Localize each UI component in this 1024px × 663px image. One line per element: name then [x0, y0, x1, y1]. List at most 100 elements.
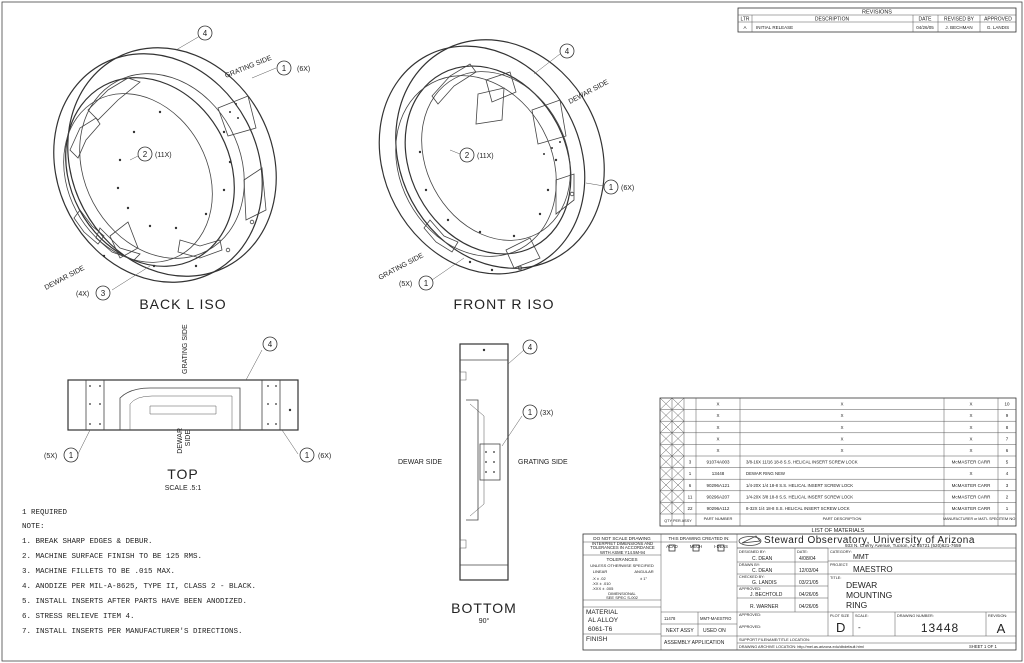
back-balloon-3: 3 — [101, 289, 106, 298]
back-qty-4x: (4X) — [76, 291, 89, 298]
tb-material2: 6061-T6 — [588, 626, 613, 633]
bom-cell-pn: X — [716, 402, 719, 407]
tb-approved-label-3: APPROVED: — [739, 625, 761, 629]
rev-cell-approved: G. LANDIS — [987, 25, 1009, 30]
back-grating-side: GRATING SIDE — [224, 55, 273, 80]
bottom-view-label: BOTTOM — [451, 600, 517, 616]
bom-cell-item: 5 — [1006, 460, 1009, 465]
tb-dimensional: DIMENSIONAL — [608, 591, 636, 596]
bom-cell-qty: 1 — [689, 471, 692, 476]
bom-hdr-item: ITEM NO — [999, 516, 1016, 521]
rev-header-ltr: LTR — [740, 17, 749, 23]
tb-ideas: I-DEAS — [714, 544, 728, 549]
bom-cell-pn: X — [716, 436, 719, 441]
front-dewar-side: DEWAR SIDE — [568, 79, 610, 106]
tb-checked-date: 03/21/05 — [799, 580, 819, 586]
bom-cell-mfr: McMASTER CARR — [952, 460, 992, 465]
bom-cell-pn: 91074A003 — [706, 460, 730, 465]
tb-do-not-scale: DO NOT SCALE DRAWING — [593, 536, 651, 541]
tb-ideas-checkbox — [717, 544, 725, 552]
tb-date-label: DATE: — [797, 550, 808, 554]
front-qty-5x: (5X) — [399, 281, 412, 288]
front-balloon-1b: 1 — [424, 279, 429, 288]
bom-cell-desc: X — [841, 402, 844, 407]
bom-cell-qty: 22 — [687, 506, 693, 511]
tb-plot-size: D — [836, 620, 845, 635]
front-balloon-2: 2 — [465, 151, 470, 160]
front-balloon-1: 1 — [609, 183, 614, 192]
revisions-table: REVISIONS LTR DESCRIPTION DATE REVISED B… — [737, 7, 1017, 33]
top-qty-6x: (6X) — [318, 453, 331, 460]
bom-cell-mfr: X — [969, 471, 972, 476]
bom-cell-mfr: McMASTER CARR — [952, 483, 992, 488]
observatory-logo — [738, 535, 762, 546]
bom-cell-item: 2 — [1006, 494, 1009, 499]
bom-cell-pn: 90296A207 — [706, 494, 730, 499]
top-balloon-1b: 1 — [305, 451, 310, 460]
bom-cell-item: 7 — [1006, 436, 1009, 441]
tb-acad: ACAD — [666, 544, 678, 549]
bom-hdr-mfr: MANUFACTURER or MAT'L SPEC — [943, 517, 999, 521]
tb-approved2-by: R. WARNER — [750, 604, 779, 610]
bom-crossed-cell — [659, 397, 673, 410]
top-grating-side: GRATING SIDE — [182, 324, 189, 374]
bom-cell-pn: X — [716, 448, 719, 453]
tb-revision-label: REVISION: — [988, 614, 1007, 618]
rev-header-date: DATE — [919, 17, 933, 23]
notes-heading: NOTE: — [22, 523, 45, 531]
bom-cell-pn: X — [716, 413, 719, 418]
tb-angular: ANGULAR — [634, 569, 653, 574]
bom-crossed-cell — [671, 397, 685, 410]
tb-support: SUPPORT FILENAME/TITLE LOCATION: — [739, 638, 810, 642]
bom-cell-item: 8 — [1006, 425, 1009, 430]
tb-linear: LINEAR — [593, 569, 608, 574]
bom-cell-desc: X — [841, 413, 844, 418]
bottom-qty-3x: (3X) — [540, 410, 553, 417]
back-balloon-1: 1 — [282, 64, 287, 73]
bom-cell-desc: X — [841, 436, 844, 441]
tb-used-on-label: USED ON — [703, 628, 726, 634]
top-dewar-label-1: DEWAR — [177, 428, 184, 454]
top-balloon-1a: 1 — [69, 451, 74, 460]
bom-cell-mfr: X — [969, 448, 972, 453]
bill-of-materials: QTY PER ASSY PART NUMBER PART DESCRIPTIO… — [659, 397, 1017, 534]
notes-required: 1 REQUIRED — [22, 509, 68, 517]
top-balloon-4: 4 — [268, 340, 273, 349]
tb-project-label: PROJECT: — [830, 563, 848, 567]
tb-drawing-number: 13448 — [921, 621, 959, 635]
tb-approved2-date: 04/26/05 — [799, 604, 819, 610]
back-balloon-2: 2 — [143, 150, 148, 159]
bom-hdr-pn: PART NUMBER — [704, 516, 733, 521]
back-iso-view: 4 1 (6X) 2 (11X) 3 (4X) GRATING SIDE DEW… — [44, 25, 310, 312]
tb-checked-by-label: CHECKED BY: — [739, 575, 765, 579]
bom-crossed-cell — [671, 444, 685, 457]
front-grating-side: GRATING SIDE — [378, 252, 425, 282]
tb-next-assy: 11478 — [664, 616, 676, 621]
back-balloon-4: 4 — [203, 29, 208, 38]
back-qty-11x: (11X) — [155, 152, 172, 159]
tb-archive: DRAWING ARCHIVE LOCATION: http://mel.as.… — [739, 645, 864, 649]
tb-approved-date: 04/26/05 — [799, 592, 819, 598]
bom-cell-mfr: X — [969, 425, 972, 430]
notes-block: 1 REQUIRED NOTE: 1. BREAK SHARP EDGES & … — [22, 509, 256, 636]
note-6: 6. STRESS RELIEVE ITEM 4. — [22, 613, 135, 621]
top-view: 4 1 (5X) 1 (6X) GRATING SIDE DEWAR SIDE … — [44, 324, 331, 492]
note-3: 3. MACHINE FILLETS TO BE .015 MAX. — [22, 568, 175, 576]
tb-next-assy-label: NEXT ASSY — [666, 628, 694, 634]
bom-cell-item: 3 — [1006, 483, 1009, 488]
rev-cell-desc: INITIAL RELEASE — [756, 25, 793, 30]
tb-mech-checkbox — [692, 544, 700, 552]
bom-crossed-cell — [671, 455, 685, 468]
tb-tol-ang: ± 1° — [640, 576, 648, 581]
note-5: 5. INSTALL INSERTS AFTER PARTS HAVE BEEN… — [22, 598, 247, 606]
top-dewar-label-2: SIDE — [185, 430, 192, 447]
bom-cell-mfr: X — [969, 413, 972, 418]
bom-cell-qty: 3 — [689, 460, 692, 465]
bom-cell-desc: X — [841, 448, 844, 453]
tb-title-line-3: RING — [846, 600, 867, 610]
tb-created-in: THIS DRAWING CREATED IN: — [669, 536, 730, 541]
bottom-balloon-4: 4 — [528, 343, 533, 352]
tb-see-spec: SEE SPEC S-002 — [606, 595, 639, 600]
bom-cell-item: 6 — [1006, 448, 1009, 453]
